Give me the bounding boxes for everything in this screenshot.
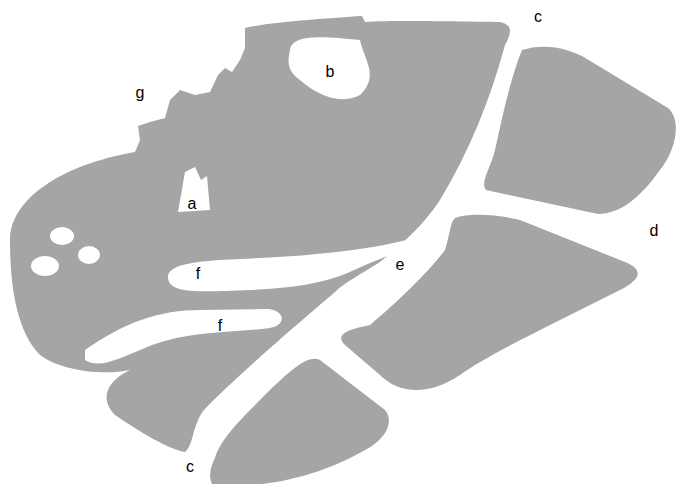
small-cavity — [50, 227, 74, 245]
sulcus-lower — [85, 309, 282, 364]
part-letter: b — [326, 64, 335, 80]
part-letter: c — [186, 459, 194, 475]
part-letter: f — [196, 266, 200, 282]
part-letter: d — [650, 223, 659, 239]
part-letter: a — [188, 196, 197, 212]
part-letter: g — [136, 85, 145, 101]
cavity-a — [178, 167, 210, 212]
part-letter: f — [218, 318, 222, 334]
small-cavity — [31, 256, 59, 276]
part-letter: e — [396, 257, 405, 273]
lower-lobe — [210, 359, 389, 484]
part-letter: c — [534, 9, 542, 25]
small-cavity — [78, 246, 100, 264]
cavity-b — [289, 37, 370, 99]
upper-right-lobe — [484, 47, 676, 214]
sulcus-upper — [168, 228, 445, 291]
middle-right-lobe — [341, 215, 638, 390]
